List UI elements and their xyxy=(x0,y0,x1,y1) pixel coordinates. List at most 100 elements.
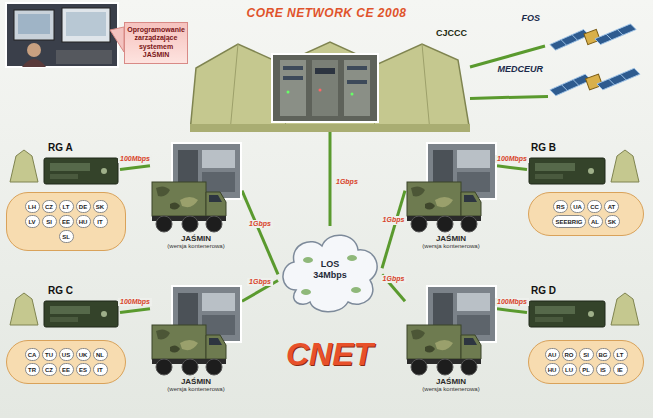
country-code: EE xyxy=(59,363,74,376)
jasmin-truck: JAŚMIN(wersja kontenerowa) xyxy=(405,142,497,250)
network-name: CNET xyxy=(286,336,373,373)
country-code: PL xyxy=(579,363,594,376)
country-code: SK xyxy=(93,200,108,213)
country-code: LT xyxy=(613,348,628,361)
truck-picture xyxy=(150,285,242,377)
country-cluster: LHCZLTDESKLVSIEEHUITSL xyxy=(6,192,126,251)
country-code: IS xyxy=(596,363,611,376)
country-code: LV xyxy=(25,215,40,228)
regional-group: RG A xyxy=(8,142,120,188)
link-line xyxy=(120,309,150,313)
truck-note: (wersja kontenerowa) xyxy=(150,386,242,393)
link-label: 1Gbps xyxy=(381,216,407,224)
label-holder: 100Mbps xyxy=(118,290,152,308)
country-cluster: AUROSIBGLT HULUPLISIE xyxy=(528,340,644,384)
jasmin-truck: JAŚMIN(wersja kontenerowa) xyxy=(405,285,497,393)
label-holder: 100Mbps xyxy=(495,290,529,308)
satellite-label: MEDCEUR xyxy=(497,64,543,74)
country-cluster: CATUUSUKNLTRCZEEESIT xyxy=(6,340,126,384)
country-code: IE xyxy=(613,363,628,376)
group-label: RG C xyxy=(48,285,73,297)
text-holder: CJCCC xyxy=(436,28,467,38)
regional-group: RG B xyxy=(527,142,643,188)
label-holder: CNET xyxy=(286,336,373,373)
satellite-node: MEDCEUR xyxy=(548,64,642,100)
link-line xyxy=(497,166,527,170)
command-tent: CJCCC xyxy=(190,20,470,132)
regional-group: RG D xyxy=(527,285,643,331)
group-label: RG A xyxy=(48,142,73,154)
country-code: ES xyxy=(76,363,91,376)
satellite-label: FOS xyxy=(521,13,540,23)
label-holder: 1Gbps xyxy=(247,270,273,288)
network-cloud: LOS 34Mbps xyxy=(278,226,382,314)
link-label: 1Gbps xyxy=(381,275,407,283)
label-holder: 1Gbps xyxy=(334,170,360,188)
country-code: CC xyxy=(587,200,602,213)
text-holder: RG B xyxy=(531,142,556,154)
software-photo xyxy=(6,3,118,67)
truck-note: (wersja kontenerowa) xyxy=(150,243,242,250)
country-code: SK xyxy=(605,215,620,228)
truck-note: (wersja kontenerowa) xyxy=(405,243,497,250)
truck-name: JAŚMIN xyxy=(150,377,242,386)
link-line xyxy=(120,166,150,170)
jasmin-truck: JAŚMIN(wersja kontenerowa) xyxy=(150,285,242,393)
text-holder: MEDCEUR xyxy=(497,64,543,74)
label-holder: 1Gbps xyxy=(247,212,273,230)
country-code: CA xyxy=(25,348,40,361)
country-code: HU xyxy=(545,363,560,376)
country-code: AT xyxy=(604,200,619,213)
link-label: 100Mbps xyxy=(495,155,529,163)
country-code: IT xyxy=(93,215,108,228)
link-line xyxy=(470,96,548,98)
label-holder: 1Gbps xyxy=(381,208,407,226)
group-label: RG D xyxy=(531,285,556,297)
country-code: RO xyxy=(562,348,577,361)
country-code: UK xyxy=(76,348,91,361)
satellite-icon xyxy=(548,64,642,100)
tent-label: CJCCC xyxy=(436,28,467,38)
callout-text: Oprogramowanie zarządzające systemem JAŚ… xyxy=(127,26,185,60)
link-line xyxy=(382,191,405,269)
truck-picture xyxy=(150,142,242,234)
country-code: RS xyxy=(553,200,568,213)
title-holder: CORE NETWORK CE 2008 xyxy=(0,3,653,21)
country-code: TU xyxy=(42,348,57,361)
truck-name: JAŚMIN xyxy=(405,234,497,243)
link-label: 100Mbps xyxy=(118,155,152,163)
regional-group: RG C xyxy=(8,285,120,331)
country-code: SEEBRIG xyxy=(552,215,585,228)
truck-note: (wersja kontenerowa) xyxy=(405,386,497,393)
country-code: EE xyxy=(59,215,74,228)
link-label: 100Mbps xyxy=(118,298,152,306)
satellite-node: FOS xyxy=(545,22,641,52)
country-code: SI xyxy=(579,348,594,361)
country-code: LU xyxy=(562,363,577,376)
country-code: UA xyxy=(570,200,585,213)
label-holder: 100Mbps xyxy=(495,147,529,165)
truck-picture xyxy=(405,142,497,234)
country-code: HU xyxy=(76,215,91,228)
country-code: LT xyxy=(59,200,74,213)
truck-picture xyxy=(405,285,497,377)
country-cluster: RSUACCATSEEBRIGALSK xyxy=(528,192,644,236)
callout-box: Oprogramowanie zarządzające systemem JAŚ… xyxy=(124,22,188,64)
country-code: US xyxy=(59,348,74,361)
callout-pointer xyxy=(110,27,124,52)
country-code: BG xyxy=(596,348,611,361)
country-code: AU xyxy=(545,348,560,361)
tent-shape xyxy=(190,20,470,132)
text-holder: RG C xyxy=(48,285,73,297)
link-line xyxy=(497,309,527,313)
jasmin-truck: JAŚMIN(wersja kontenerowa) xyxy=(150,142,242,250)
label-holder: 100Mbps xyxy=(118,147,152,165)
link-label: 1Gbps xyxy=(334,178,360,186)
country-code: CZ xyxy=(42,363,57,376)
text-holder: FOS xyxy=(521,13,540,23)
satellite-icon xyxy=(545,22,641,52)
country-code: NL xyxy=(93,348,108,361)
link-line xyxy=(242,191,278,275)
text-holder: LOS 34Mbps xyxy=(278,226,382,314)
